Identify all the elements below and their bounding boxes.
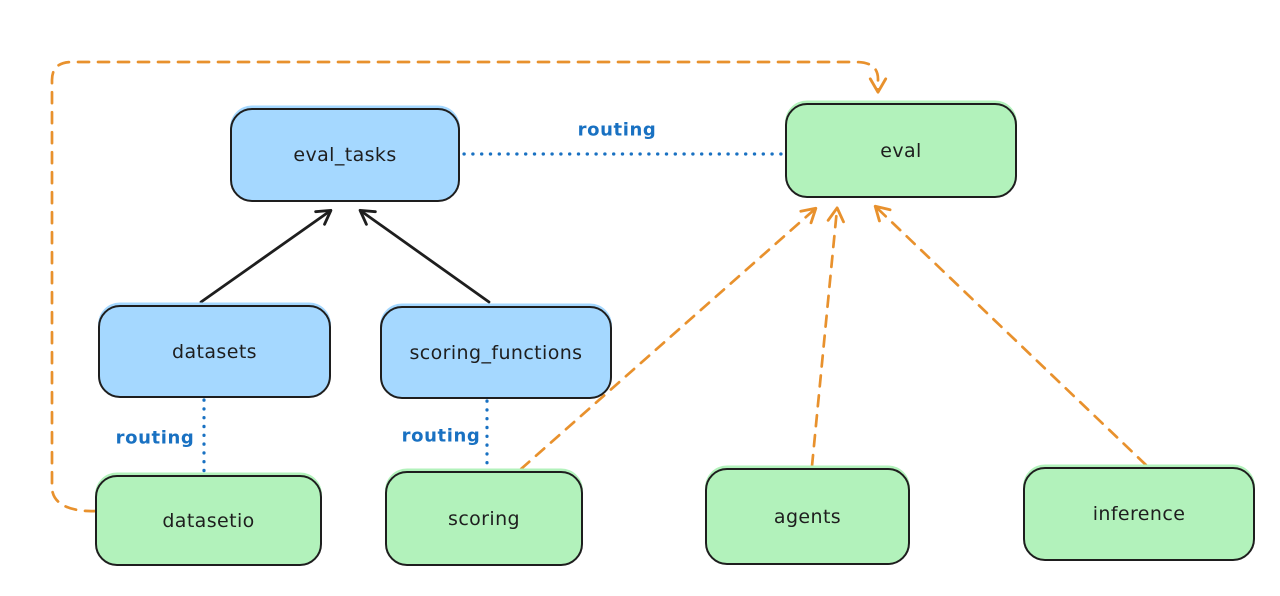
edge-datasets-to-eval_tasks — [199, 208, 333, 304]
node-scoring-functions: scoring_functions — [380, 306, 612, 399]
node-agents: agents — [705, 468, 910, 565]
node-eval-tasks: eval_tasks — [230, 108, 460, 202]
node-eval-tasks-label: eval_tasks — [293, 144, 397, 166]
edge-agents-to-eval — [810, 206, 845, 468]
node-datasets: datasets — [98, 305, 331, 398]
node-datasetio: datasetio — [95, 475, 322, 566]
routing-label-eval-tasks-eval: routing — [577, 119, 657, 141]
node-inference: inference — [1023, 467, 1255, 561]
node-agents-label: agents — [773, 505, 842, 528]
node-datasetio-label: datasetio — [162, 509, 255, 532]
node-inference-label: inference — [1092, 503, 1186, 525]
node-scoring-label: scoring — [448, 507, 520, 530]
node-scoring: scoring — [385, 471, 583, 566]
edge-inference-to-eval — [873, 204, 1148, 467]
node-eval-label: eval — [880, 139, 922, 162]
edge-scoring-to-eval — [519, 206, 818, 471]
node-scoring-functions-label: scoring_functions — [409, 341, 583, 364]
edge-scoring_functions-to-eval_tasks — [358, 208, 491, 304]
node-eval: eval — [785, 103, 1017, 198]
node-datasets-label: datasets — [172, 340, 257, 363]
routing-label-scoring-functions-scoring: routing — [401, 425, 481, 447]
edge-datasetio-to-eval — [50, 60, 888, 513]
routing-label-datasets-datasetio: routing — [115, 427, 195, 449]
